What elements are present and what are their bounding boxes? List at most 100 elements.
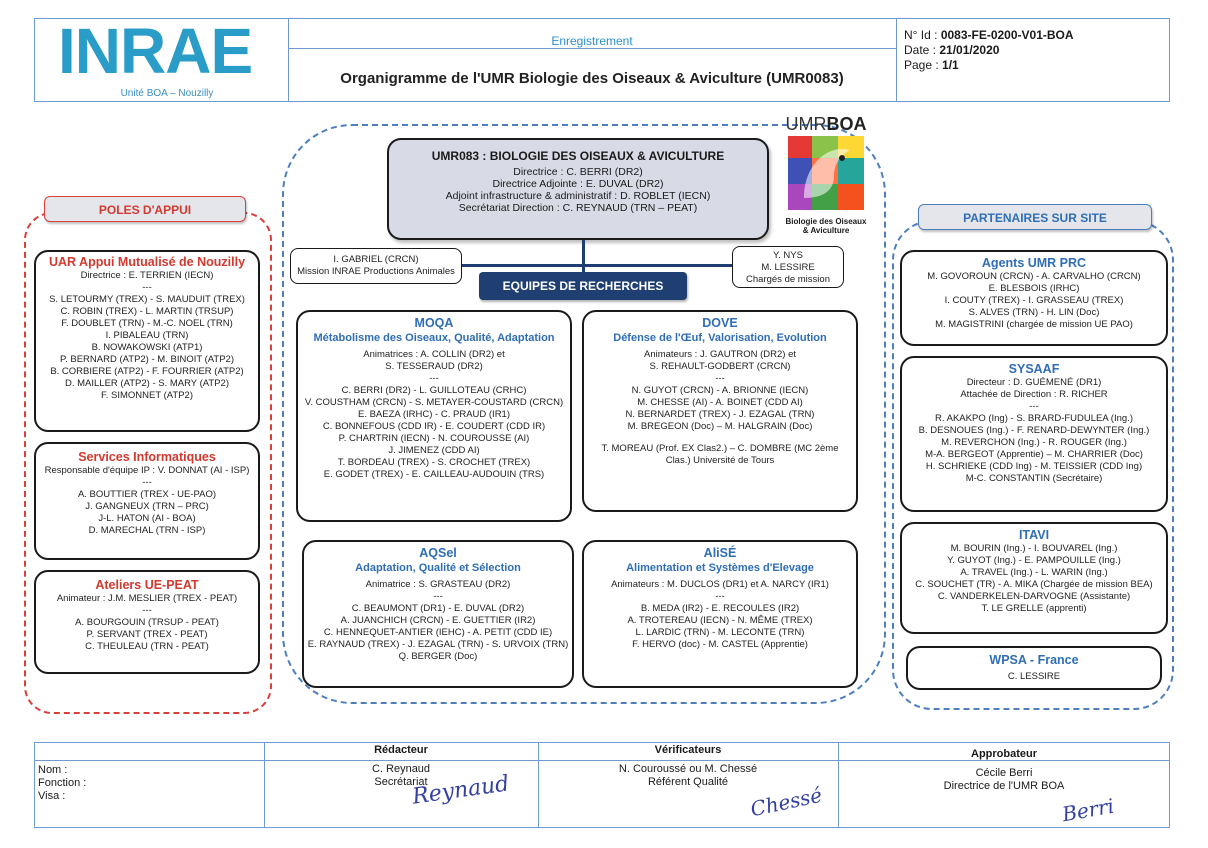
umr-title: UMR083 : BIOLOGIE DES OISEAUX & AVICULTU…: [431, 149, 725, 163]
si-line: A. BOUTTIER (TREX - UE-PAO): [77, 489, 217, 500]
uar-line: D. MAILLER (ATP2) - S. MARY (ATP2): [65, 378, 229, 389]
registration-label: Enregistrement: [551, 34, 633, 48]
nom-label: Nom :: [38, 764, 68, 776]
prc-line: M. GOVOROUN (CRCN) - A. CARVALHO (CRCN): [927, 271, 1141, 282]
itavi-line: C. SOUCHET (TR) - A. MIKA (Chargée de mi…: [915, 579, 1153, 590]
approbateur-cell: Approbateur Cécile Berri Directrice de l…: [840, 748, 1168, 793]
dove-line: N. GUYOT (CRCN) - A. BRIONNE (IECN): [631, 385, 809, 396]
document-title: Organigramme de l'UMR Biologie des Oisea…: [340, 70, 844, 87]
ateliers-line: Animateur : J.M. MESLIER (TREX - PEAT): [56, 593, 238, 604]
fonction-label: Fonction :: [38, 777, 87, 789]
dove-line: M. BREGEON (Doc) – M. HALGRAIN (Doc): [627, 421, 813, 432]
moqa-subtitle: Métabolisme des Oiseaux, Qualité, Adapta…: [313, 332, 555, 344]
ateliers-line: ---: [142, 605, 152, 616]
alise-line: ---: [715, 591, 725, 602]
itavi-line: C. VANDERKELEN-DARVOGNE (Assistante): [937, 591, 1131, 602]
alise-title: AliSÉ: [703, 546, 737, 560]
approbateur-head: Approbateur: [971, 748, 1037, 760]
footer-divider: [538, 742, 539, 828]
prc-line: S. ALVES (TRN) - H. LIN (Doc): [968, 307, 1100, 318]
inrae-logo: INRAE: [58, 15, 253, 87]
footer-table: [34, 742, 1170, 828]
alise-line: Animateurs : M. DUCLOS (DR1) et A. NARCY…: [611, 579, 829, 590]
uar-title: UAR Appui Mutualisé de Nouzilly: [48, 255, 246, 269]
sysaaf-box: SYSAAF Directeur : D. GUÉMENÉ (DR1) Atta…: [900, 356, 1168, 512]
page-value: 1/1: [942, 58, 959, 72]
dove-line: M. CHESSE (AI) - A. BOINET (CDD AI): [637, 397, 803, 408]
si-line: D. MARECHAL (TRN - ISP): [88, 525, 206, 536]
sysaaf-line: M. REVERCHON (Ing.) - R. ROUGER (Ing.): [941, 437, 1127, 448]
uar-line: S. LETOURMY (TREX) - S. MAUDUIT (TREX): [49, 294, 245, 305]
partners-label: PARTENAIRES SUR SITE: [918, 204, 1152, 230]
date-value: 21/01/2020: [939, 43, 1000, 57]
alise-line: A. TROTEREAU (IECN) - N. MÊME (TREX): [627, 615, 813, 626]
uar-line: I. PIBALEAU (TRN): [105, 330, 189, 341]
verificateurs-name: N. Couroussé ou M. Chessé: [618, 763, 758, 775]
itavi-title: ITAVI: [1018, 528, 1050, 542]
itavi-line: M. BOURIN (Ing.) - I. BOUVAREL (Ing.): [950, 543, 1118, 554]
ateliers-line: A. BOURGOUIN (TRSUP - PEAT): [75, 617, 219, 628]
sysaaf-line: H. SCHRIEKE (CDD Ing) - M. TEISSIER (CDD…: [925, 461, 1143, 472]
footer-divider: [264, 742, 265, 828]
verificateurs-cell: Vérificateurs N. Couroussé ou M. Chessé …: [540, 744, 836, 789]
redacteur-head: Rédacteur: [374, 744, 428, 756]
prc-title: Agents UMR PRC: [981, 256, 1087, 270]
connector-line: [462, 264, 732, 267]
alise-line: F. HERVO (doc) - M. CASTEL (Apprentie): [632, 639, 808, 650]
alise-line: B. MEDA (IR2) - E. RECOULES (IR2): [640, 603, 800, 614]
logo-tagline-1: Biologie des Oiseaux: [785, 217, 867, 226]
mission-line: Mission INRAE Productions Animales: [297, 266, 455, 277]
si-box: Services Informatiques Responsable d'équ…: [34, 442, 260, 560]
aqsel-line: A. JUANCHICH (CRCN) - E. GUETTIER (IR2): [340, 615, 536, 626]
approbateur-name: Cécile Berri: [975, 767, 1033, 779]
dove-subtitle: Défense de l'Œuf, Valorisation, Evolutio…: [613, 332, 827, 344]
mission-box: I. GABRIEL (CRCN) Mission INRAE Producti…: [290, 248, 462, 284]
charges-mission-box: Y. NYS M. LESSIRE Chargés de mission: [732, 246, 844, 288]
header-divider: [896, 18, 897, 102]
moqa-line: ---: [429, 373, 439, 384]
uar-line: C. ROBIN (TREX) - L. MARTIN (TRSUP): [60, 306, 234, 317]
aqsel-line: ---: [433, 591, 443, 602]
direction-line: Secrétariat Direction : C. REYNAUD (TRN …: [458, 202, 698, 214]
aqsel-title: AQSel: [419, 546, 457, 560]
bird-icon: [788, 136, 864, 210]
uar-box: UAR Appui Mutualisé de Nouzilly Directri…: [34, 250, 260, 432]
alise-line: L. LARDIC (TRN) - M. LECONTE (TRN): [635, 627, 805, 638]
moqa-title: MOQA: [414, 316, 454, 330]
dove-line: Clas.) Université de Tours: [665, 455, 775, 466]
sysaaf-line: B. DESNOUES (Ing.) - F. RENARD-DEWYNTER …: [918, 425, 1150, 436]
aqsel-line: E. RAYNAUD (TREX) - J. EZAGAL (TRN) - S.…: [307, 639, 569, 650]
moqa-line: Animatrices : A. COLLIN (DR2) et: [363, 349, 505, 360]
si-line: J-L. HATON (AI - BOA): [98, 513, 196, 524]
dove-line: [584, 433, 856, 443]
wpsa-line: C. LESSIRE: [1007, 671, 1061, 682]
direction-line: Adjoint infrastructure & administratif :…: [445, 190, 711, 202]
itavi-box: ITAVI M. BOURIN (Ing.) - I. BOUVAREL (In…: [900, 522, 1168, 634]
umrboa-logo: UMRBOA Biologie des Oiseaux & Aviculture: [784, 114, 868, 236]
aqsel-line: C. HENNEQUET-ANTIER (IEHC) - A. PETIT (C…: [323, 627, 553, 638]
uar-line: F. SIMONNET (ATP2): [100, 390, 194, 401]
ateliers-title: Ateliers UE-PEAT: [95, 578, 199, 592]
uar-line: B. NOWAKOWSKI (ATP1): [91, 342, 203, 353]
wpsa-box: WPSA - France C. LESSIRE: [906, 646, 1162, 690]
charges-line: Chargés de mission: [746, 274, 830, 285]
si-line: J. GANGNEUX (TRN – PRC): [85, 501, 209, 512]
redacteur-name: C. Reynaud: [371, 763, 431, 775]
logo-tagline-2: & Aviculture: [802, 226, 850, 235]
ateliers-line: P. SERVANT (TREX - PEAT): [86, 629, 208, 640]
aqsel-line: C. BEAUMONT (DR1) - E. DUVAL (DR2): [351, 603, 525, 614]
dove-line: Animateurs : J. GAUTRON (DR2) et: [643, 349, 797, 360]
charges-line: Y. NYS: [773, 250, 803, 261]
footer-labels: Nom : Fonction : Visa :: [38, 764, 258, 803]
itavi-line: Y. GUYOT (Ing.) - E. PAMPOUILLE (Ing.): [947, 555, 1121, 566]
footer-divider: [838, 742, 839, 828]
alise-subtitle: Alimentation et Systèmes d'Elevage: [626, 562, 814, 574]
moqa-line: C. BERRI (DR2) - L. GUILLOTEAU (CRHC): [341, 385, 527, 396]
redacteur-role: Secrétariat: [374, 776, 428, 788]
sysaaf-line: M-A. BERGEOT (Apprentie) – M. CHARRIER (…: [925, 449, 1143, 460]
uar-line: ---: [142, 282, 152, 293]
poles-label: POLES D'APPUI: [44, 196, 246, 222]
umr-group-border: [282, 124, 886, 704]
moqa-line: C. BONNEFOUS (CDD IR) - E. COUDERT (CDD …: [322, 421, 546, 432]
footer-divider: [34, 760, 1170, 761]
